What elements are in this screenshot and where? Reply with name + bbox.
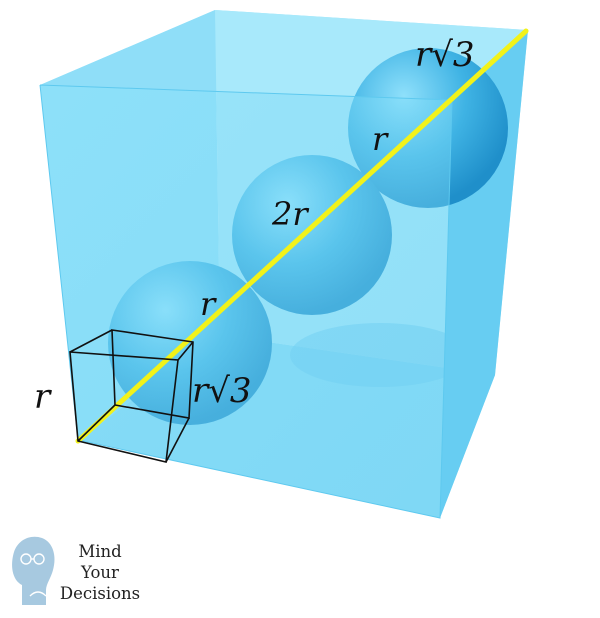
label-small-cube-edge: r bbox=[34, 377, 52, 417]
thinker-head-icon bbox=[12, 536, 55, 605]
label-sphere-top: r bbox=[372, 120, 389, 158]
small-wire-cube bbox=[69, 329, 194, 463]
cube-edges bbox=[39, 84, 453, 519]
label-small-cube-diagonal: r√3 bbox=[192, 371, 252, 411]
label-sphere-bottom: r bbox=[200, 285, 217, 323]
logo-line-1: Mind bbox=[78, 542, 122, 561]
label-corner-top: r√3 bbox=[415, 35, 475, 75]
logo-line-2: Your bbox=[81, 563, 119, 582]
cube-front-face bbox=[40, 85, 452, 518]
label-sphere-middle: 2r bbox=[271, 195, 309, 233]
logo-line-3: Decisions bbox=[59, 584, 141, 603]
logo-wordmark: Mind Your Decisions bbox=[58, 541, 142, 604]
space-diagonal bbox=[75, 28, 529, 444]
